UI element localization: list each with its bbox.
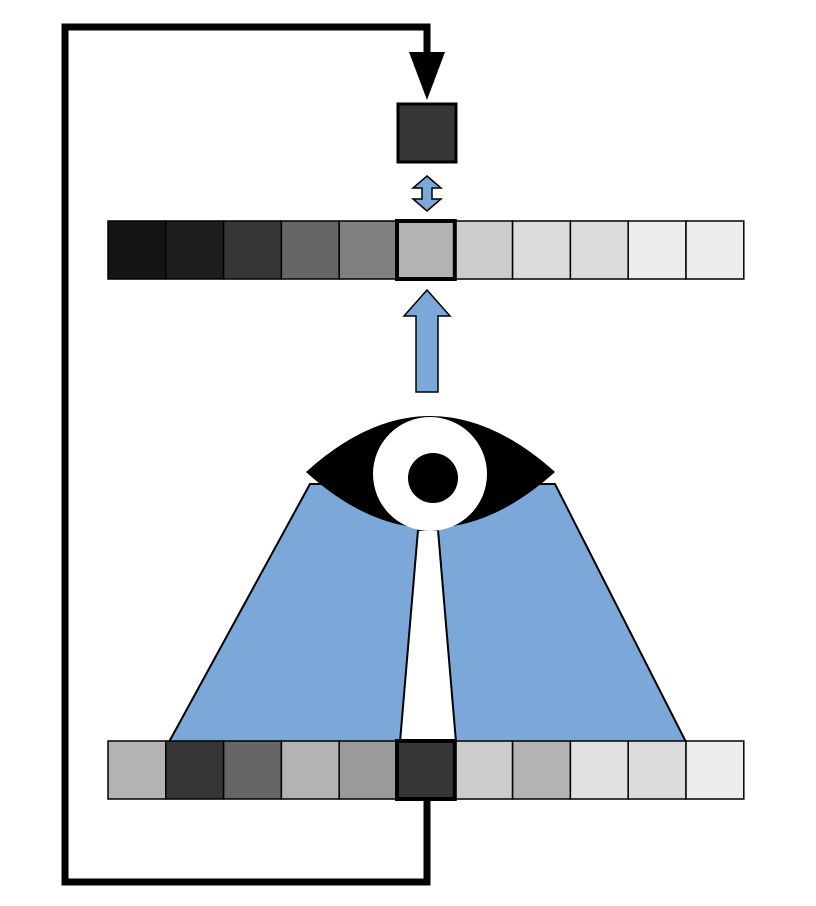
bottom-row-cell [627,740,687,800]
top-row-cell [627,220,687,280]
top-row-cell [107,220,167,280]
top-row-cell [165,220,225,280]
top-row-cell [280,220,340,280]
feedback-loop-line [61,23,431,886]
top-row-cell [338,220,398,280]
top-row-cell [454,220,514,280]
bottom-row-cell [511,740,572,800]
bottom-row-cells [107,739,745,801]
bottom-row-cell [165,740,225,800]
top-row-cell [396,220,456,280]
top-row-cell [685,220,745,280]
eye-icon [306,416,555,531]
bottom-row-cell [107,740,167,800]
top-row-highlight [395,219,457,281]
bottom-row-cell [396,740,456,800]
double-arrow-vertical-icon [410,175,444,212]
arrow-up-icon [402,288,452,393]
bottom-row-cell [222,740,283,800]
top-row-cell [222,220,283,280]
top-row-cells [107,219,745,281]
bottom-row-cell [338,740,398,800]
arrow-down-icon [409,52,445,100]
output-cell [396,102,458,164]
top-row-cell [569,220,629,280]
bottom-row-cell [454,740,514,800]
bottom-row-cell [569,740,629,800]
bottom-row-highlight [395,739,457,801]
top-row-cell [511,220,572,280]
bottom-row-cell [280,740,340,800]
bottom-row-cell [685,740,745,800]
eye-pupil [408,453,458,503]
